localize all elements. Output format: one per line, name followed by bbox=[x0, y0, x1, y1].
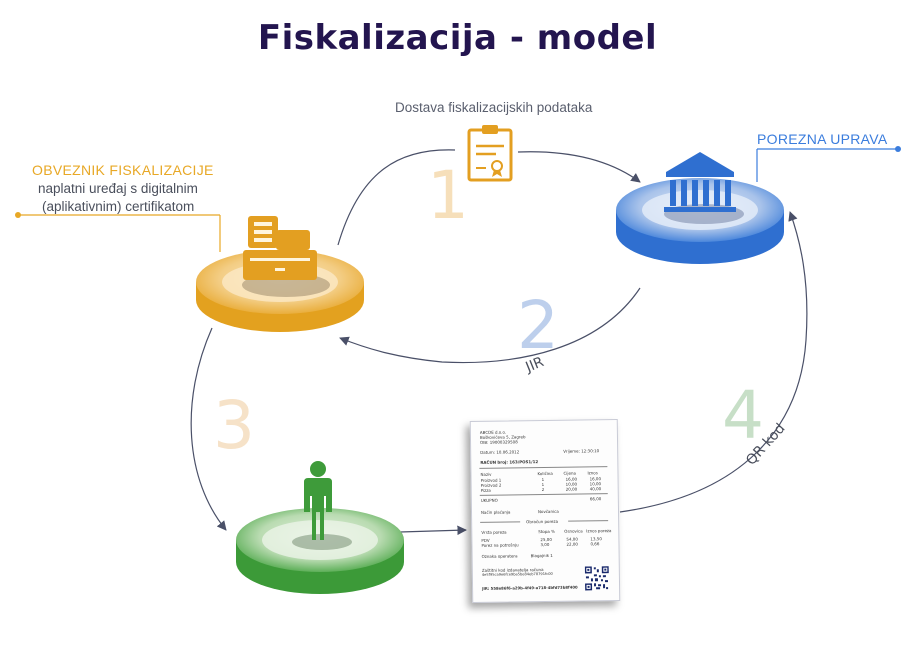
certificate-icon bbox=[467, 125, 513, 182]
obveznik-connector bbox=[15, 212, 221, 252]
person-icon bbox=[304, 461, 332, 540]
receipt-separator bbox=[479, 466, 608, 469]
receipt-oib: OIB: 19000329508 bbox=[480, 439, 518, 445]
receipt-total-label: UKUPNO bbox=[480, 497, 498, 503]
arrow-1-delivery bbox=[337, 149, 456, 246]
receipt-jir-value: JIR: 558e86f6-a29b-4f49-a718-4bfd73b8f40… bbox=[482, 584, 578, 591]
receipt-row-price: 20,00 bbox=[565, 486, 578, 492]
obveznik-label: OBVEZNIK FISKALIZACIJE bbox=[32, 162, 214, 178]
receipt-operator-value: Blagajnik 1 bbox=[530, 552, 553, 559]
receipt-total-value: 66,00 bbox=[589, 496, 602, 502]
step-number-2: 2 bbox=[517, 287, 559, 364]
receipt-date: Datum: 10.06.2012 bbox=[480, 449, 520, 455]
receipt-tax-row: 22,00 bbox=[566, 541, 578, 547]
receipt-separator bbox=[480, 521, 521, 523]
receipt-header-price: Cijena bbox=[563, 470, 576, 476]
qr-code-icon bbox=[584, 566, 610, 591]
porezna-label: POREZNA UPRAVA bbox=[757, 131, 888, 147]
receipt-header-amount: Iznos bbox=[587, 470, 598, 476]
receipt-row-qty: 2 bbox=[541, 487, 545, 493]
cash-register-icon bbox=[243, 216, 317, 280]
obveznik-subtitle-1: naplatni uređaj s digitalnim bbox=[38, 181, 198, 196]
obveznik-subtitle-2: (aplikativnim) certifikatom bbox=[42, 199, 195, 214]
receipt-separator bbox=[479, 493, 608, 496]
receipt-row-amount: 40,00 bbox=[589, 486, 602, 492]
porezna-platform bbox=[616, 178, 784, 264]
step-number-3: 3 bbox=[213, 387, 255, 464]
receipt-tax-row: 3,00 bbox=[540, 541, 550, 548]
page-title: Fiskalizacija - model bbox=[257, 18, 658, 58]
arrow-3 bbox=[190, 327, 227, 531]
arrow-2-jir bbox=[339, 287, 641, 364]
receipt-separator bbox=[568, 520, 609, 522]
step-number-1: 1 bbox=[427, 157, 469, 234]
arrow-1-to-porezna bbox=[517, 151, 641, 183]
receipt-time: Vrijeme: 12:30:10 bbox=[563, 448, 600, 454]
receipt-row-name: Pizza bbox=[480, 487, 491, 493]
receipt-zki-value: 4e5f95ca9e6fce9ba5be84eb78791fc00 bbox=[481, 571, 553, 577]
receipt: ABCDE d.o.o. Boškovićeva 5, Zagreb OIB: … bbox=[469, 418, 621, 604]
arrow-4-qr bbox=[619, 211, 808, 513]
receipt-tax-header: Osnovica bbox=[564, 528, 583, 534]
receipt-operator-label: Oznaka operatera bbox=[481, 553, 518, 559]
receipt-header-name: Naziv bbox=[480, 471, 492, 477]
receipt-tax-header: Vrsta poreza bbox=[481, 529, 507, 535]
jir-label: JIR bbox=[523, 354, 547, 376]
receipt-tax-row: 0,66 bbox=[590, 541, 600, 547]
step-number-4: 4 bbox=[722, 377, 764, 454]
delivery-label: Dostava fiskalizacijskih podataka bbox=[395, 100, 593, 115]
receipt-tax-section: Obračun poreza bbox=[526, 518, 559, 525]
porezna-connector bbox=[756, 146, 901, 182]
receipt-tax-header: Stopa % bbox=[538, 528, 555, 535]
bank-icon bbox=[664, 152, 736, 212]
receipt-payment-value: Novčanica bbox=[537, 508, 559, 515]
receipt-bill-no: RAČUN broj: 163/POS1/12 bbox=[480, 459, 539, 465]
receipt-payment-label: Način plaćanja bbox=[480, 509, 511, 515]
arrow-to-receipt bbox=[399, 525, 467, 536]
receipt-header-qty: Količina bbox=[537, 470, 553, 477]
receipt-tax-row: Porez na potrošnju bbox=[481, 542, 519, 548]
receipt-tax-header: Iznos poreza bbox=[586, 528, 612, 534]
